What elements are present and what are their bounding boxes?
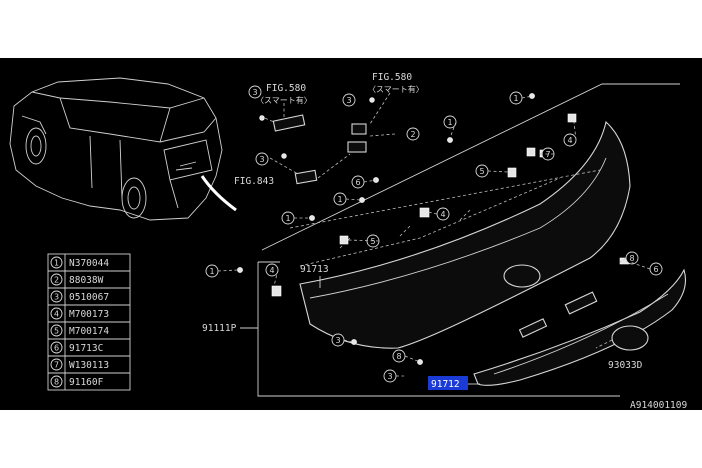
legend-number-circle [50, 256, 63, 269]
diagram-canvas: FIG.580 〈スマート有〉 FIG.580 〈スマート有〉 FIG.843 [9, 72, 687, 410]
legend-number: 6 [54, 344, 59, 353]
legend-number: 7 [54, 361, 59, 370]
label-91111p[interactable]: 91111P [202, 323, 237, 334]
legend-number-circle [50, 324, 63, 337]
callout-3d[interactable]: 3 [335, 336, 340, 345]
callout-3e[interactable]: 3 [387, 372, 392, 381]
rear-emblem-93033d [611, 325, 649, 351]
callout-5b[interactable]: 5 [370, 237, 375, 246]
callout-1a[interactable]: 1 [513, 94, 518, 103]
license-lamp-parts [259, 92, 396, 185]
assembly-outline-top [261, 83, 680, 251]
legend-number: 1 [54, 259, 59, 268]
legend-part-code[interactable]: N370044 [69, 258, 109, 269]
legend-part-code[interactable]: W130113 [69, 360, 109, 371]
legend-number-circle [50, 375, 63, 388]
legend-part-code[interactable]: 91160F [69, 377, 104, 388]
legend-part-code[interactable]: M700173 [69, 309, 109, 320]
legend-number: 3 [54, 293, 59, 302]
fig580-right-ref[interactable]: FIG.580 [372, 72, 412, 83]
callout-8b[interactable]: 8 [396, 352, 401, 361]
callout-2[interactable]: 2 [410, 130, 415, 139]
callout-4c[interactable]: 4 [269, 266, 274, 275]
legend-part-code[interactable]: 88038W [69, 275, 104, 286]
callout-6b[interactable]: 6 [653, 265, 658, 274]
rear-gate-garnish [289, 120, 631, 349]
callout-7[interactable]: 7 [545, 150, 550, 159]
callout-6a[interactable]: 6 [355, 178, 360, 187]
callout-5a[interactable]: 5 [479, 167, 484, 176]
callout-3b[interactable]: 3 [259, 155, 264, 164]
callout-4a[interactable]: 4 [567, 136, 572, 145]
legend-number: 5 [54, 327, 59, 336]
legend-number-circle [50, 341, 63, 354]
legend-table: 1 N370044 2 88038W 3 0510067 4 M700173 5 M700174 6… [47, 253, 131, 391]
legend-number: 8 [54, 378, 59, 387]
lower-garnish [473, 268, 687, 386]
assembly-bracket [257, 262, 620, 397]
legend-part-code[interactable]: 91713C [69, 343, 103, 354]
label-91712[interactable]: 91712 [431, 379, 460, 390]
parts-diagram: FIG.580 〈スマート有〉 FIG.580 〈スマート有〉 FIG.843 [0, 58, 702, 410]
legend-number-circle [50, 273, 63, 286]
legend-number: 4 [54, 310, 59, 319]
label-91713[interactable]: 91713 [300, 264, 329, 275]
legend-part-code[interactable]: 0510067 [69, 292, 109, 303]
legend-number-circle [50, 358, 63, 371]
legend-number-circle [50, 307, 63, 320]
callout-4b[interactable]: 4 [440, 210, 445, 219]
fig580-left-ref[interactable]: FIG.580 [266, 83, 306, 94]
callout-1d[interactable]: 1 [285, 214, 290, 223]
fig580-left-note: 〈スマート有〉 [256, 95, 312, 105]
callout-3a[interactable]: 3 [252, 88, 257, 97]
fasteners [237, 93, 630, 365]
diagram-id: A914001109 [630, 400, 687, 410]
emblem [503, 264, 541, 288]
callout-8a[interactable]: 8 [629, 254, 634, 263]
car-illustration [9, 77, 237, 221]
callout-1c[interactable]: 1 [337, 195, 342, 204]
fig580-right-note: 〈スマート有〉 [368, 84, 424, 94]
callout-3c[interactable]: 3 [346, 96, 351, 105]
callout-markers: 3 3 3 2 1 4 1 7 5 6 1 4 1 5 1 4 8 6 3 8 … [205, 85, 663, 383]
fig843-ref[interactable]: FIG.843 [234, 176, 274, 187]
highlight-91712 [428, 376, 468, 390]
legend-number: 2 [54, 276, 59, 285]
legend-part-code[interactable]: M700174 [69, 326, 109, 337]
label-93033d[interactable]: 93033D [608, 360, 643, 371]
callout-1e[interactable]: 1 [209, 267, 214, 276]
legend-number-circle [50, 290, 63, 303]
callout-1b[interactable]: 1 [447, 118, 452, 127]
